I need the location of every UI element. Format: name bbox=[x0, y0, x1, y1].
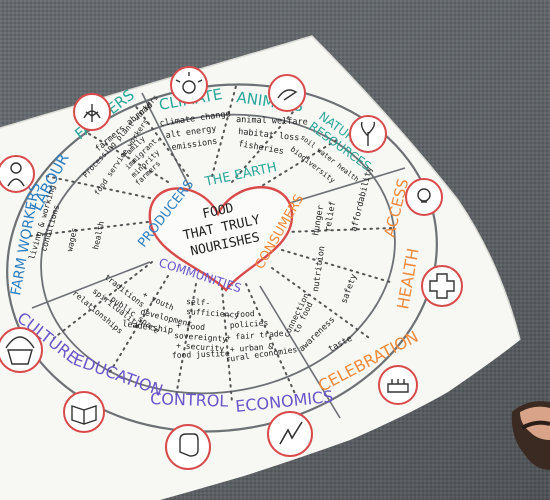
book-icon bbox=[63, 391, 105, 433]
sector-control: CONTROL bbox=[150, 389, 229, 411]
sun-icon bbox=[170, 66, 208, 104]
note-econ-2: policies bbox=[230, 318, 269, 330]
note-econ-1: + food bbox=[226, 309, 256, 320]
bird-icon bbox=[268, 74, 306, 112]
lightbulb-icon bbox=[405, 178, 443, 216]
basket-icon bbox=[0, 327, 43, 373]
dotted-spokes bbox=[29, 85, 393, 403]
note-econ-3: + fair trade bbox=[226, 329, 284, 342]
note-ctrl-4: sovereignty bbox=[174, 331, 228, 344]
center-line-1: FOOD bbox=[201, 201, 235, 222]
note-econ-4: + urban & bbox=[230, 342, 274, 354]
sandal-foot bbox=[511, 401, 550, 470]
center-heart bbox=[148, 186, 294, 292]
note-ctrl-3: + food bbox=[176, 321, 206, 332]
icon-circles bbox=[0, 66, 463, 470]
note-ctrl-1: self- bbox=[186, 297, 211, 308]
inner-ring bbox=[40, 113, 396, 395]
plant-icon bbox=[349, 115, 387, 153]
note-ctrl-2: sufficiency bbox=[186, 307, 240, 320]
note-ctrl-5: + security bbox=[176, 341, 225, 353]
person-icon bbox=[0, 155, 35, 193]
lightning-icon bbox=[267, 411, 313, 457]
cross-icon bbox=[421, 265, 463, 307]
note-animals-1: animal welfare bbox=[236, 115, 308, 127]
cake-icon bbox=[378, 365, 418, 405]
fist-icon bbox=[165, 424, 211, 470]
note-ctrl-6: food justice bbox=[172, 349, 230, 360]
wheat-icon bbox=[73, 93, 111, 131]
